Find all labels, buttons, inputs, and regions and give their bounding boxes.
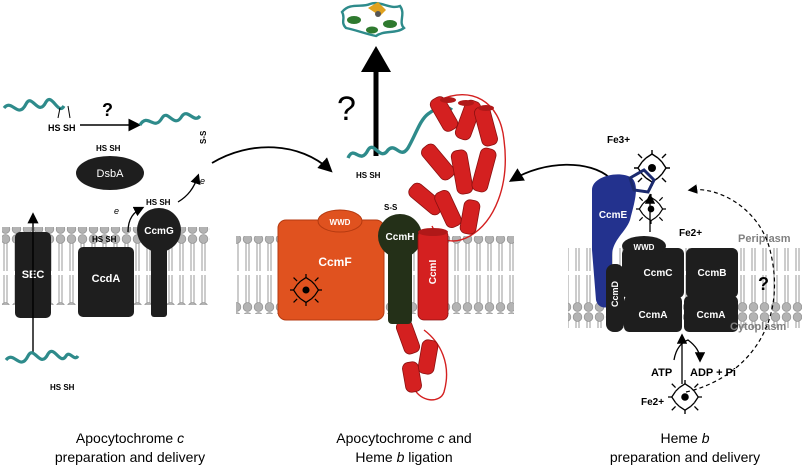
unknown-step-center: ? bbox=[337, 90, 356, 128]
wwd-label-right: WWD bbox=[634, 243, 655, 252]
delivery-arrow-left bbox=[211, 146, 333, 173]
iron2-label: Fe2+ bbox=[679, 228, 702, 239]
ccmi-helices bbox=[395, 94, 506, 401]
unknown-step-left: ? bbox=[102, 100, 113, 120]
holocytochrome-c-structure bbox=[340, 1, 406, 38]
thiol-label-ccda: HS SH bbox=[92, 235, 117, 244]
caption-right: Heme b preparation and delivery bbox=[570, 429, 800, 467]
dsba-protein bbox=[76, 156, 144, 190]
caption-center-line2: Heme b ligation bbox=[355, 449, 453, 465]
apocytochrome-chain-oxidized bbox=[138, 112, 202, 126]
periplasm-label: Periplasm bbox=[738, 233, 791, 245]
ccmg-protein-head bbox=[137, 208, 181, 252]
caption-left: Apocytochrome c preparation and delivery bbox=[10, 429, 250, 467]
ccmg-protein-stalk bbox=[151, 245, 167, 317]
caption-center-line1: Apocytochrome c and bbox=[336, 430, 472, 446]
thiol-label-center: HS SH bbox=[356, 171, 381, 180]
atp-arrow bbox=[673, 339, 706, 363]
caption-center: Apocytochrome c and Heme b ligation bbox=[294, 429, 514, 467]
caption-right-line2: preparation and delivery bbox=[609, 449, 761, 465]
right-panel: Fe3+ CcmE Fe2+ WWD CcmC CcmB CcmD CcmA C… bbox=[508, 135, 802, 414]
ccmb-label: CcmB bbox=[698, 268, 727, 279]
ccmc-protein bbox=[622, 248, 684, 298]
ccme-protein bbox=[592, 174, 636, 308]
ccmf-protein bbox=[277, 219, 385, 321]
dsba-label: DsbA bbox=[97, 168, 125, 180]
ccmb-protein bbox=[686, 248, 738, 298]
left-panel: HS SH ? S-S HS SH DsbA SEC HS SH CcdA HS… bbox=[2, 98, 333, 392]
heme-icon-cytoplasm bbox=[668, 380, 702, 414]
electron-label-1: e bbox=[114, 206, 119, 216]
ccmd-label: CcmD bbox=[610, 281, 620, 308]
center-panel: ? HS SH bbox=[236, 1, 514, 401]
thiol-label-dsba: HS SH bbox=[96, 144, 121, 153]
ccma-protein-1 bbox=[624, 296, 682, 332]
ccmd-protein bbox=[606, 264, 624, 332]
apocytochrome-chain-bound bbox=[346, 105, 454, 159]
dashed-heme-path bbox=[685, 184, 776, 393]
ccmh-protein-stalk bbox=[388, 250, 412, 324]
ccme-label: CcmE bbox=[599, 210, 628, 221]
apocytochrome-chain-cytoplasm bbox=[4, 349, 80, 364]
ccmh-protein-head bbox=[378, 214, 422, 258]
thiol-label-ccmg: HS SH bbox=[146, 198, 171, 207]
electron-arrow-2 bbox=[177, 173, 201, 203]
ccmh-label: CcmH bbox=[386, 232, 415, 243]
atp-label: ATP bbox=[651, 367, 672, 379]
apocytochrome-chain-reduced bbox=[2, 98, 66, 112]
electron-label-2: e bbox=[200, 176, 205, 186]
disulfide-label-left: S-S bbox=[199, 130, 208, 144]
heme-icon-ccmc bbox=[636, 194, 666, 224]
ccmi-label: CcmI bbox=[428, 260, 439, 285]
ccma-label-1: CcmA bbox=[639, 310, 668, 321]
ccmc-wwd-motif bbox=[622, 236, 666, 256]
ccme-histidine-ring bbox=[628, 168, 656, 194]
iron2-cyto-label: Fe2+ bbox=[641, 397, 664, 408]
unknown-step-right: ? bbox=[758, 274, 769, 294]
ccda-protein bbox=[78, 247, 134, 317]
adp-label: ADP + Pi bbox=[690, 367, 736, 379]
caption-left-line1: Apocytochrome c bbox=[75, 430, 185, 446]
delivery-arrow-right bbox=[508, 163, 611, 182]
caption-left-line2: preparation and delivery bbox=[54, 449, 206, 465]
wwd-label-center: WWD bbox=[330, 218, 351, 227]
ccmf-label: CcmF bbox=[318, 255, 351, 269]
release-arrow-head bbox=[361, 46, 391, 72]
ccma-label-2: CcmA bbox=[697, 310, 726, 321]
ccmf-wwd-motif bbox=[317, 209, 363, 233]
ccmc-label: CcmC bbox=[644, 268, 673, 279]
ccmg-label: CcmG bbox=[144, 226, 174, 237]
ccma-protein-2 bbox=[684, 296, 738, 332]
thiol-label-1: HS SH bbox=[48, 123, 76, 133]
caption-right-line1: Heme b bbox=[660, 430, 710, 446]
iron3-label: Fe3+ bbox=[607, 135, 630, 146]
heme-icon-fe3 bbox=[634, 150, 670, 186]
disulfide-label-center: S-S bbox=[384, 203, 398, 212]
ccda-label: CcdA bbox=[92, 273, 121, 285]
cytoplasm-label: Cytoplasm bbox=[730, 321, 786, 333]
electron-arrow-1 bbox=[127, 206, 145, 233]
thiol-label-cyto: HS SH bbox=[50, 383, 75, 392]
